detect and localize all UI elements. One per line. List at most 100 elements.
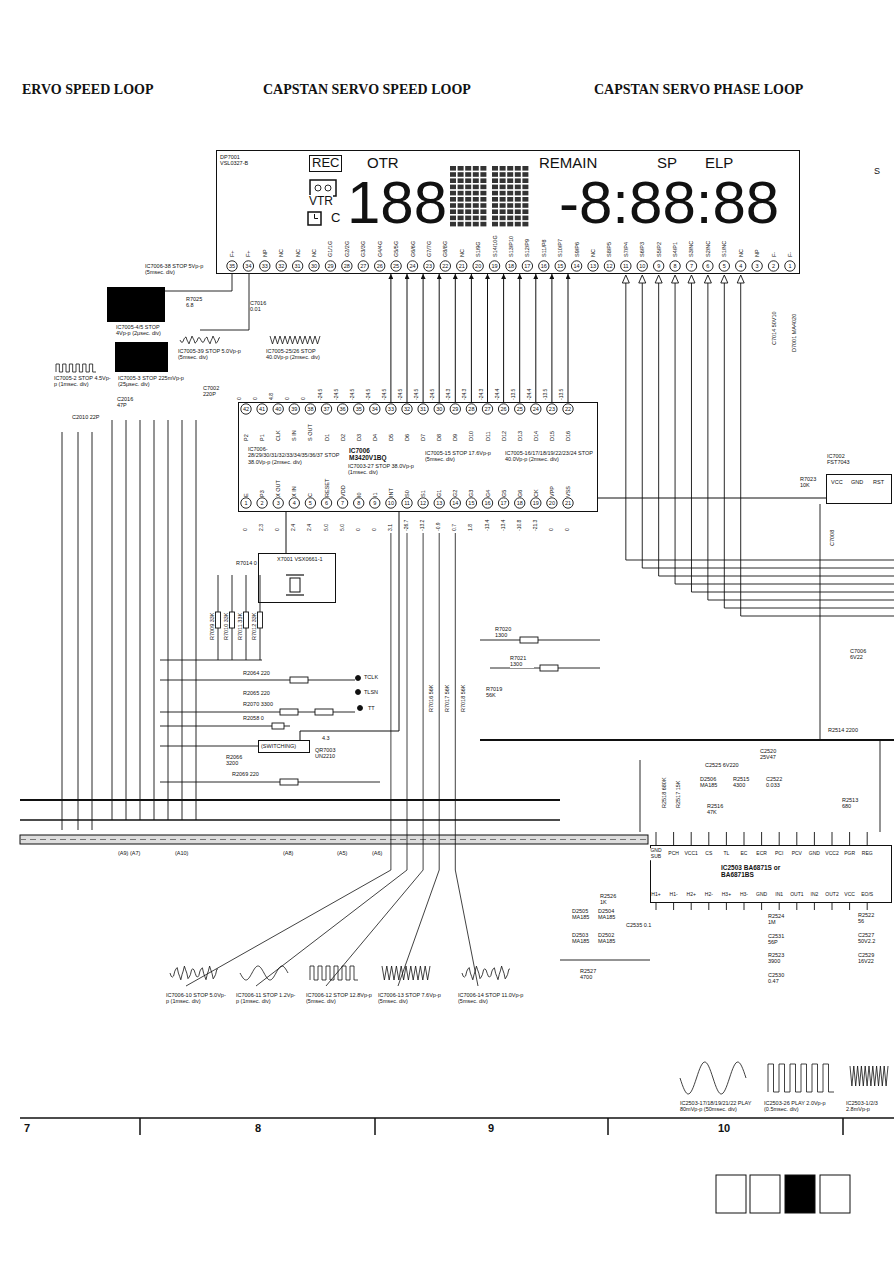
wire <box>741 283 894 616</box>
signal-label: IC7006-10 STOP 5.0Vp-p (1msec. div) <box>166 992 228 1005</box>
signal-label: R7020 1300 <box>495 626 519 639</box>
node-text: ELP <box>705 154 733 171</box>
pin-label: H2- <box>705 892 713 898</box>
signal-label: (A10) <box>175 850 188 856</box>
oscillogram-block <box>107 287 165 322</box>
signal-label: 1.8 <box>468 524 474 531</box>
signal-label: VPP <box>549 486 555 497</box>
pin-circle <box>402 404 412 414</box>
signal-label: S5/P2 <box>656 242 662 257</box>
signal-label: D14 <box>533 431 539 441</box>
node-text: VCC <box>831 479 843 485</box>
node-text: RST <box>873 479 884 485</box>
signal-label: NC <box>311 249 317 257</box>
pin-lead <box>708 903 709 910</box>
pin-label: 31 <box>295 263 301 269</box>
pin-label: 17 <box>501 500 507 506</box>
signal-label: G6/6G <box>410 241 416 257</box>
dot-matrix <box>480 172 486 177</box>
signal-label: G8/8G <box>442 241 448 257</box>
signal-label: G2 <box>452 490 458 497</box>
signal-label: IC7003-27 STOP 38.0Vp-p (1msec. div) <box>348 463 418 476</box>
pin-label: PCH <box>666 851 682 857</box>
wire <box>168 420 169 820</box>
signal-label: C7008 <box>829 530 835 546</box>
resistor-symbol <box>244 612 249 628</box>
wire <box>160 660 262 661</box>
pin-circle <box>418 404 428 414</box>
signal-label: C2520 25V47 <box>760 748 784 761</box>
pin-circle <box>457 261 467 271</box>
pin-label: 36 <box>340 406 346 412</box>
dot-matrix <box>500 203 506 208</box>
pin-circle <box>227 261 237 271</box>
signal-label: -24.5 <box>398 389 404 400</box>
pin-lead <box>726 903 727 910</box>
pin-circle <box>292 261 302 271</box>
pin-label: 16 <box>484 500 490 506</box>
signal-label: C <box>307 493 313 497</box>
pin-circle <box>531 404 541 414</box>
signal-label: -24.5 <box>366 389 372 400</box>
signal-label: -26.7 <box>404 520 410 531</box>
pin-circle <box>342 261 352 271</box>
clock-hand <box>315 218 319 219</box>
pin-label: 29 <box>327 263 333 269</box>
pin-label: 10 <box>388 500 394 506</box>
pin-label: 25 <box>517 406 523 412</box>
dot-matrix <box>492 216 498 221</box>
signal-label: D12 <box>501 431 507 441</box>
pin-label: H3+ <box>722 892 731 898</box>
pin-circle <box>354 498 364 508</box>
dot-matrix <box>500 216 506 221</box>
grid-number: 9 <box>488 1122 494 1135</box>
pin-label: VCC2 <box>824 851 840 857</box>
dot-matrix <box>450 203 456 208</box>
ruler-line <box>20 1117 894 1119</box>
dot-matrix <box>450 191 456 196</box>
dot-matrix <box>473 216 479 221</box>
dot-matrix <box>500 197 506 202</box>
connector <box>519 274 520 402</box>
dot-matrix <box>500 166 506 171</box>
pin-lead <box>796 832 797 845</box>
pin-label: 37 <box>323 406 329 412</box>
pin-circle <box>424 261 434 271</box>
signal-label: IC7005-2 STOP 4.5Vp-p (1msec. div) <box>54 375 112 388</box>
wire <box>140 420 141 820</box>
tape-reel <box>315 185 321 191</box>
signal-label: -10.8 <box>517 520 523 531</box>
connector <box>551 274 552 402</box>
pin-label: 6 <box>325 500 328 506</box>
pin-label: 5 <box>309 500 312 506</box>
wire <box>724 283 894 608</box>
signal-label: 0 <box>549 528 555 531</box>
signal-label: NC <box>459 249 465 257</box>
connector <box>300 512 399 740</box>
signal-label: R2058 0 <box>243 715 264 721</box>
signal-label: C2529 16V22 <box>858 952 884 965</box>
pin-circle <box>370 498 380 508</box>
signal-label: S1/NC <box>721 241 727 257</box>
hollow-arrow <box>672 275 679 283</box>
pin-circle <box>391 261 401 271</box>
wire <box>708 283 894 600</box>
pin-lead <box>814 903 815 910</box>
pin-circle <box>563 498 573 508</box>
ruler-tick <box>842 1118 844 1135</box>
signal-label: 0 <box>275 528 281 531</box>
dot-matrix <box>480 166 486 171</box>
pin-label: CS <box>701 851 717 857</box>
pin-circle <box>498 498 508 508</box>
pin-label: 21 <box>565 500 571 506</box>
pin-circle <box>337 404 347 414</box>
dot-matrix <box>480 203 486 208</box>
pin-label: VCC <box>844 892 855 898</box>
signal-label: R2064 220 <box>243 670 270 676</box>
pin-circle <box>547 404 557 414</box>
node-text: REMAIN <box>539 154 597 171</box>
pin-label: PCV <box>789 851 805 857</box>
pin-circle <box>434 498 444 508</box>
signal-label: TT <box>368 705 375 711</box>
dot-matrix <box>492 222 498 227</box>
